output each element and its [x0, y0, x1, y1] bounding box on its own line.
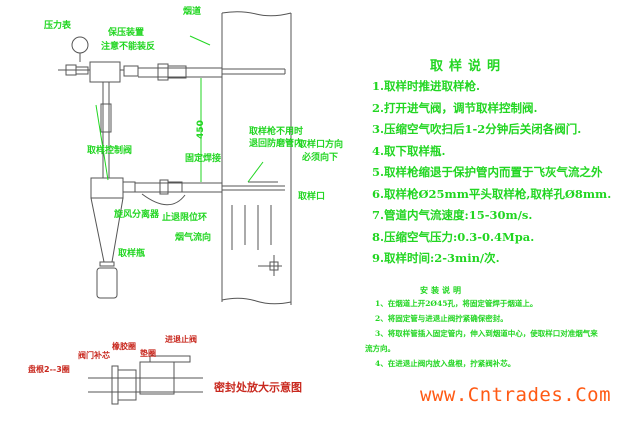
watermark: www.Cntrades.Com	[420, 384, 612, 406]
installation-notes-list: 1、在烟道上开2Ø45孔，将固定管焊于烟道上。 2、将固定管与进退止阀拧紧确保密…	[365, 296, 635, 371]
label-valve-gland: 阀门补芯	[78, 351, 110, 360]
installation-note-item: 2、将固定管与进退止阀拧紧确保密封。	[375, 314, 508, 323]
sampling-note-item: 1.取样时推进取样枪.	[372, 79, 481, 93]
label-sampling-port-direction-2: 必须向下	[302, 153, 339, 163]
installation-note-item: 流方向。	[365, 344, 395, 353]
label-fixed-weld: 固定焊接	[185, 154, 222, 164]
label-dimension: 450	[195, 120, 206, 139]
label-gun-retracted-2: 退回防磨管内	[249, 139, 304, 149]
sampling-note-item: 6.取样枪Ø25mm平头取样枪,取样孔Ø8mm.	[372, 186, 612, 201]
label-sampling-port-direction: 取样口方向	[298, 140, 344, 150]
label-flue-gas-direction: 烟气流向	[175, 233, 212, 243]
label-rubber-ring: 橡胶圈	[112, 342, 136, 351]
label-sampling-control-valve: 取样控制阀	[87, 146, 133, 156]
sampling-note-item: 3.压缩空气吹扫后1-2分钟后关闭各阀门.	[372, 122, 582, 136]
label-sample-bottle: 取样瓶	[118, 249, 146, 259]
label-gun-retracted: 取样枪不用时	[249, 127, 304, 137]
seal-detail-caption: 密封处放大示意图	[214, 381, 302, 394]
label-stop-limit-ring: 止退限位环	[162, 213, 208, 223]
installation-note-item: 1、在烟道上开2Ø45孔，将固定管焊于烟道上。	[375, 299, 538, 308]
sampling-note-item: 9.取样时间:2-3min/次.	[372, 251, 500, 265]
label-flue: 烟道	[183, 7, 202, 17]
label-pressure-gauge: 压力表	[44, 21, 72, 31]
sampling-note-item: 4.取下取样瓶.	[372, 143, 446, 158]
label-gasket: 垫圈	[140, 349, 156, 358]
sampling-notes-list: 1.取样时推进取样枪. 2.打开进气阀，调节取样控制阀. 3.压缩空气吹扫后1-…	[372, 76, 611, 270]
sampling-note-item: 5.取样枪缩退于保护管内而置于飞灰气流之外	[372, 165, 603, 179]
sampling-note-item: 2.打开进气阀，调节取样控制阀.	[372, 100, 538, 115]
sampling-note-item: 7.管道内气流速度:15-30m/s.	[372, 208, 533, 222]
label-gate-valve: 进退止阀	[165, 335, 197, 344]
label-packing: 盘根2--3圈	[28, 365, 70, 374]
sampling-notes: 取样说明	[430, 55, 506, 74]
installation-notes-title: 安装说明	[420, 285, 464, 295]
installation-note-item: 4、在进退止阀内放入盘根，拧紧阀补芯。	[375, 359, 516, 368]
label-pressure-device-note: 注意不能装反	[101, 42, 156, 52]
installation-note-item: 3、将取样管插入固定管内，伸入到烟道中心，使取样口对准烟气来	[375, 329, 598, 338]
label-cyclone-separator: 旋风分离器	[114, 210, 160, 220]
sampling-note-item: 8.压缩空气压力:0.3-0.4Mpa.	[372, 229, 535, 244]
label-pressure-device: 保压装置	[108, 28, 145, 38]
sampling-notes-title: 取样说明	[430, 59, 507, 74]
label-sampling-port: 取样口	[298, 192, 326, 202]
